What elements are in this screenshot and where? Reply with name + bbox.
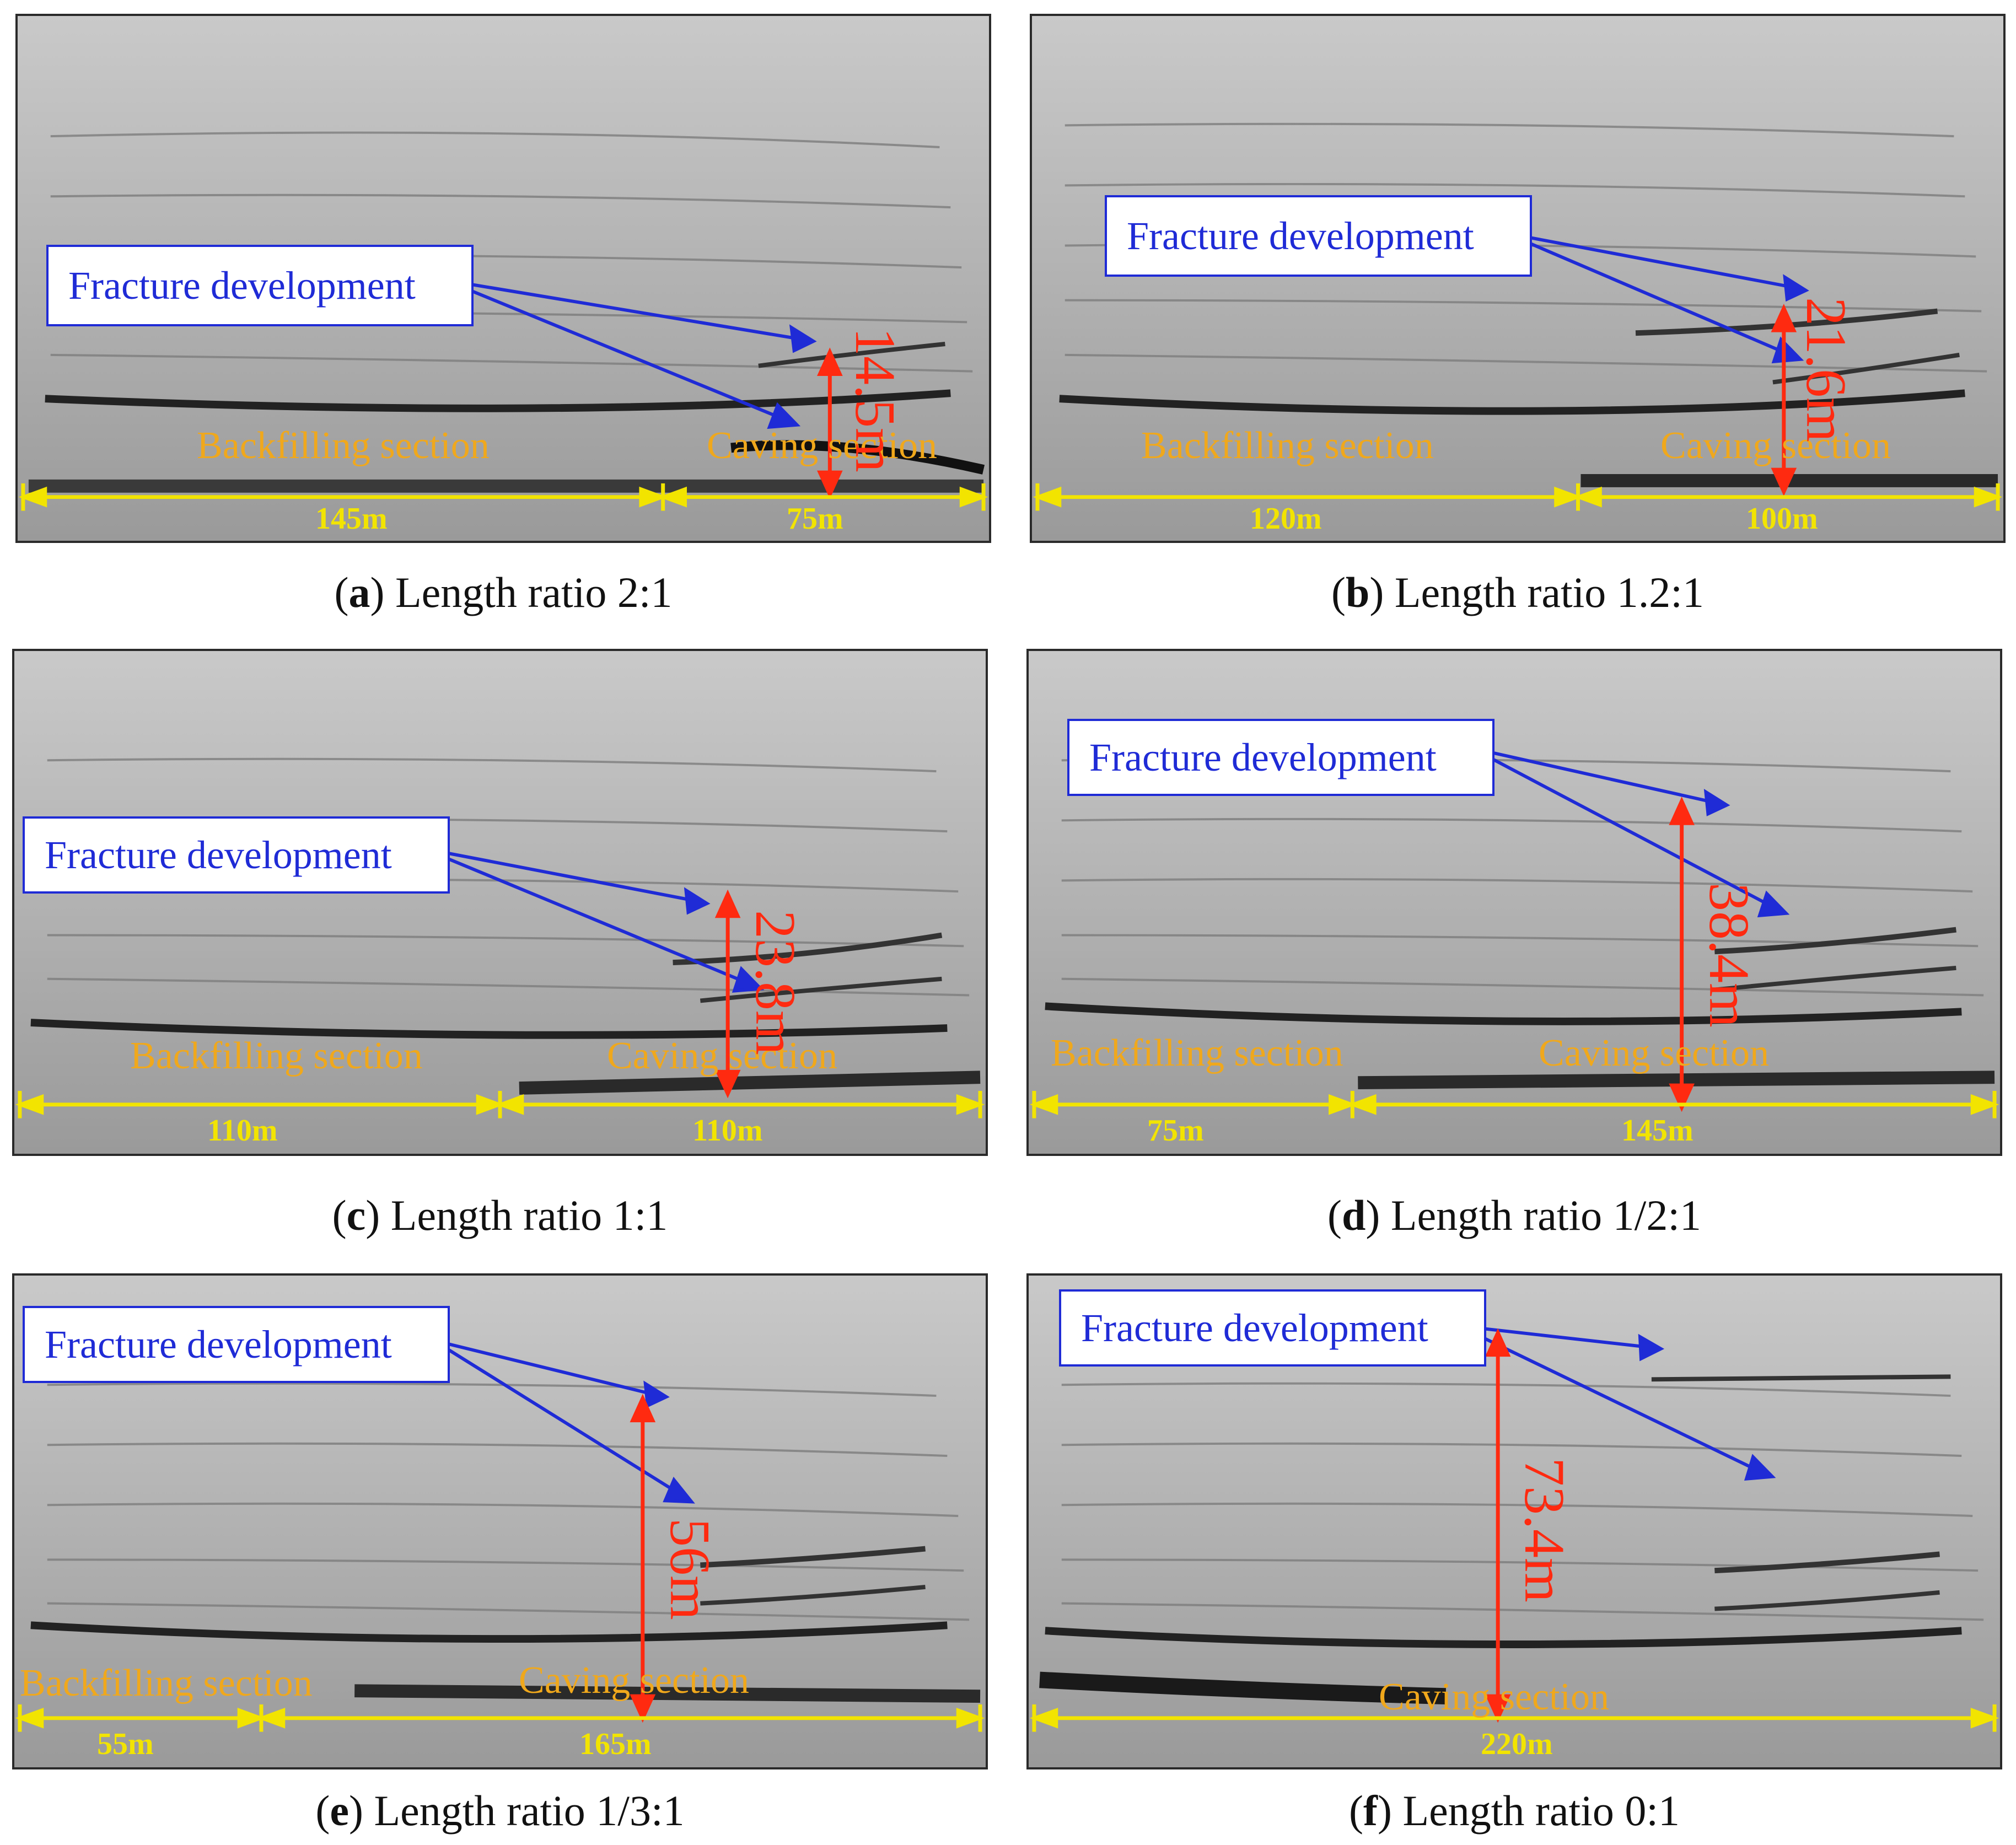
caption-c: (c) Length ratio 1:1 <box>332 1191 668 1239</box>
caving-section-label: Caving section <box>1539 1032 1769 1074</box>
caption-letter: b <box>1346 568 1370 616</box>
backfill-length: 145m <box>315 502 388 536</box>
caving-length: 220m <box>1481 1727 1553 1761</box>
caption-a: (a) Length ratio 2:1 <box>334 568 673 616</box>
caption-d: (d) Length ratio 1/2:1 <box>1327 1191 1702 1239</box>
panel-e-photo <box>14 1276 986 1767</box>
panel-c: Fracture development Backfilling section… <box>12 649 988 1156</box>
caption-text: Length ratio 1.2:1 <box>1394 568 1704 616</box>
caption-f: (f) Length ratio 0:1 <box>1349 1787 1680 1835</box>
caving-section-label: Caving section <box>1379 1676 1609 1718</box>
panel-a: Fracture development Backfilling section… <box>15 14 991 543</box>
panel-b-photo <box>1032 16 2003 541</box>
caption-text: Length ratio 1/2:1 <box>1390 1191 1702 1239</box>
caving-length: 165m <box>579 1727 652 1761</box>
caving-length: 110m <box>692 1114 763 1148</box>
fracture-development-label: Fracture development <box>23 816 450 894</box>
caption-e: (e) Length ratio 1/3:1 <box>315 1787 685 1835</box>
caption-text: Length ratio 2:1 <box>395 568 673 616</box>
fracture-height: 14.5m <box>843 327 907 472</box>
backfill-length: 120m <box>1250 502 1322 536</box>
fracture-height: 21.6m <box>1794 297 1858 442</box>
caption-letter: f <box>1363 1787 1378 1835</box>
backfilling-section-label: Backfilling section <box>1051 1032 1343 1074</box>
backfill-length: 110m <box>207 1114 278 1148</box>
panel-f: Fracture development Caving section 220m… <box>1026 1273 2002 1769</box>
caption-b: (b) Length ratio 1.2:1 <box>1331 568 1704 616</box>
backfill-length: 55m <box>97 1727 154 1761</box>
caving-section-label: Caving section <box>1660 424 1891 467</box>
fracture-height: 23.8m <box>744 910 807 1055</box>
caption-letter: c <box>346 1191 366 1239</box>
fracture-development-label: Fracture development <box>46 245 474 326</box>
fracture-development-label: Fracture development <box>1105 195 1532 277</box>
fracture-height: 38.4m <box>1697 883 1761 1028</box>
fracture-development-label: Fracture development <box>1059 1289 1486 1367</box>
caption-text: Length ratio 1/3:1 <box>374 1787 685 1835</box>
backfill-length: 75m <box>1147 1114 1204 1148</box>
panel-e: Fracture development Backfilling section… <box>12 1273 988 1769</box>
fracture-height: 56m <box>658 1518 722 1620</box>
caving-length: 145m <box>1621 1114 1694 1148</box>
caving-length: 100m <box>1746 502 1818 536</box>
caving-length: 75m <box>787 502 843 536</box>
caving-section-label: Caving section <box>607 1035 837 1077</box>
caving-section-label: Caving section <box>519 1659 749 1702</box>
caption-text: Length ratio 0:1 <box>1402 1787 1680 1835</box>
caption-letter: a <box>348 568 370 616</box>
backfilling-section-label: Backfilling section <box>197 424 490 467</box>
backfilling-section-label: Backfilling section <box>20 1662 313 1704</box>
panel-f-photo <box>1029 1276 2000 1767</box>
caption-text: Length ratio 1:1 <box>390 1191 668 1239</box>
fracture-development-label: Fracture development <box>1067 719 1494 796</box>
backfilling-section-label: Backfilling section <box>130 1035 423 1077</box>
panel-c-photo <box>14 651 986 1154</box>
fracture-development-label: Fracture development <box>23 1306 450 1383</box>
fracture-height: 73.4m <box>1513 1457 1576 1602</box>
panel-d: Fracture development Backfilling section… <box>1026 649 2002 1156</box>
panel-b: Fracture development Backfilling section… <box>1030 14 2006 543</box>
caving-section-label: Caving section <box>707 424 937 467</box>
caption-letter: e <box>330 1787 349 1835</box>
backfilling-section-label: Backfilling section <box>1141 424 1434 467</box>
caption-letter: d <box>1341 1191 1366 1239</box>
